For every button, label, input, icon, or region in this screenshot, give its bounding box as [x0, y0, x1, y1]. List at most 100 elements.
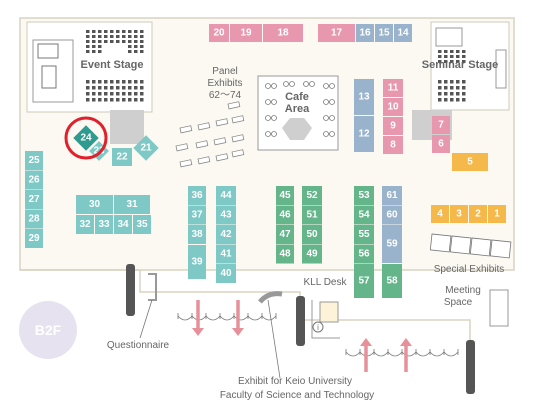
booth-2[interactable]: 2: [469, 205, 487, 223]
booth-1-number: 1: [494, 209, 500, 220]
booth-61[interactable]: 61: [382, 186, 402, 205]
booth-50-number: 50: [306, 229, 318, 240]
booth-48[interactable]: 48: [276, 244, 294, 264]
booth-8[interactable]: 8: [383, 136, 403, 154]
booth-34[interactable]: 34: [114, 215, 132, 234]
booth-30-box: [76, 195, 113, 214]
booth-16[interactable]: 16: [356, 24, 374, 42]
booth-4-number: 4: [437, 209, 443, 220]
booth-31-box: [114, 195, 150, 214]
booth-6[interactable]: 6: [432, 135, 450, 153]
booth-29[interactable]: 29: [25, 229, 43, 248]
booth-6-box: [432, 135, 450, 153]
booth-5[interactable]: 5: [452, 153, 488, 171]
booth-14[interactable]: 14: [394, 24, 412, 42]
booth-19[interactable]: 19: [230, 24, 262, 42]
pillar-right: [466, 340, 475, 394]
booth-18-box: [263, 24, 303, 42]
seminar-stage-screen: [495, 49, 507, 89]
booth-5-number: 5: [467, 157, 473, 168]
booth-27[interactable]: 27: [25, 190, 43, 209]
booth-2-number: 2: [475, 209, 481, 220]
booth-41[interactable]: 41: [216, 244, 236, 264]
booth-25-box: [25, 151, 43, 170]
booth-47[interactable]: 47: [276, 225, 294, 244]
booth-58-number: 58: [386, 276, 398, 287]
booth-17-box: [318, 24, 355, 42]
booth-13[interactable]: 13: [354, 79, 374, 115]
booth-54[interactable]: 54: [354, 205, 374, 225]
booth-26-box: [25, 170, 43, 190]
panel-exhibits-label-1: Panel: [212, 66, 238, 77]
booth-54-number: 54: [358, 210, 370, 221]
booth-50[interactable]: 50: [302, 225, 322, 244]
booth-36[interactable]: 36: [188, 186, 206, 205]
booth-33[interactable]: 33: [95, 215, 113, 234]
booth-20[interactable]: 20: [209, 24, 229, 42]
booth-50-box: [302, 225, 322, 244]
booth-28-number: 28: [28, 214, 40, 225]
booth-4[interactable]: 4: [431, 205, 449, 223]
booth-22-number: 22: [116, 152, 128, 163]
booth-60[interactable]: 60: [382, 205, 402, 225]
booth-53[interactable]: 53: [354, 186, 374, 205]
booth-59[interactable]: 59: [382, 225, 402, 263]
booth-32[interactable]: 32: [76, 215, 94, 234]
booth-38[interactable]: 38: [188, 225, 206, 244]
booth-40[interactable]: 40: [216, 264, 236, 283]
booth-55[interactable]: 55: [354, 225, 374, 244]
booth-52-box: [302, 186, 322, 205]
booth-18[interactable]: 18: [263, 24, 303, 42]
keio-exhibit-stand: [258, 291, 283, 304]
booth-22[interactable]: 22: [112, 148, 132, 166]
booth-27-box: [25, 190, 43, 209]
booth-43[interactable]: 43: [216, 205, 236, 225]
booth-10[interactable]: 10: [383, 98, 403, 116]
booth-25-number: 25: [28, 155, 40, 166]
booth-39[interactable]: 39: [188, 245, 206, 279]
booth-40-box: [216, 264, 236, 283]
booth-12[interactable]: 12: [354, 116, 374, 152]
booth-9[interactable]: 9: [383, 117, 403, 135]
questionnaire-leader-line: [139, 299, 153, 339]
booth-3[interactable]: 3: [450, 205, 468, 223]
booth-22-box: [112, 148, 132, 166]
booth-37[interactable]: 37: [188, 205, 206, 225]
booth-57[interactable]: 57: [354, 264, 374, 298]
booth-42[interactable]: 42: [216, 225, 236, 244]
booth-1[interactable]: 1: [488, 205, 506, 223]
keio-exhibit-label-2: Faculty of Science and Technology: [220, 390, 374, 401]
booth-45[interactable]: 45: [276, 186, 294, 205]
cafe-counter: [282, 118, 312, 140]
booth-15[interactable]: 15: [375, 24, 393, 42]
booth-31-number: 31: [126, 199, 138, 210]
booth-58[interactable]: 58: [382, 264, 402, 298]
booth-1-box: [488, 205, 506, 223]
booth-60-number: 60: [386, 210, 398, 221]
lower-corridor: [20, 269, 471, 340]
booth-11[interactable]: 11: [383, 79, 403, 97]
booth-49[interactable]: 49: [302, 244, 322, 264]
booth-25[interactable]: 25: [25, 151, 43, 170]
booth-17[interactable]: 17: [318, 24, 355, 42]
booth-9-number: 9: [390, 121, 396, 132]
booth-47-box: [276, 225, 294, 244]
booth-30[interactable]: 30: [76, 195, 113, 214]
booth-52[interactable]: 52: [302, 186, 322, 205]
booth-17-number: 17: [331, 28, 343, 39]
booth-55-number: 55: [358, 229, 370, 240]
booth-28[interactable]: 28: [25, 209, 43, 229]
kll-desk-label: KLL Desk: [304, 277, 348, 288]
booth-3-box: [450, 205, 468, 223]
booth-44-box: [216, 186, 236, 205]
booth-51[interactable]: 51: [302, 205, 322, 225]
booth-44[interactable]: 44: [216, 186, 236, 205]
booth-46[interactable]: 46: [276, 205, 294, 225]
booth-7[interactable]: 7: [432, 116, 450, 134]
booth-31[interactable]: 31: [114, 195, 150, 214]
entrance-gates: [177, 313, 459, 357]
booth-14-box: [394, 24, 412, 42]
booth-26[interactable]: 26: [25, 170, 43, 190]
booth-35[interactable]: 35: [133, 215, 151, 234]
booth-56[interactable]: 56: [354, 244, 374, 264]
